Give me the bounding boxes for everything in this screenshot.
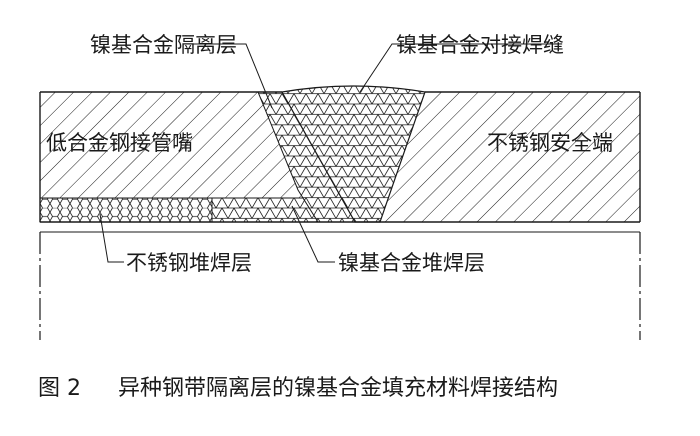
component-outlines [39,91,641,340]
label-ss-safe-end: 不锈钢安全端 [487,131,613,155]
caption-number: 图 2 [38,376,81,401]
leader-butt-weld [359,43,560,93]
leader-lines [99,43,560,263]
leader-buffer-layer [190,43,273,109]
leader-ni-overlay [291,205,335,263]
label-buffer-layer: 镍基合金隔离层 [90,33,237,57]
label-ss-overlay: 不锈钢堆焊层 [126,251,252,275]
low-alloy-nozzle-region [40,92,298,190]
label-butt-weld: 镍基合金对接焊缝 [396,33,564,57]
leader-ss-overlay [99,213,124,263]
label-ni-overlay: 镍基合金堆焊层 [338,251,485,275]
caption-title: 异种钢带隔离层的镍基合金填充材料焊接结构 [118,376,558,401]
stainless-safe-end-region [380,92,640,222]
stainless-overlay-layer [39,197,213,223]
nickel-overlay-layer [211,197,319,223]
label-low-alloy-nozzle: 低合金钢接管嘴 [46,131,193,155]
